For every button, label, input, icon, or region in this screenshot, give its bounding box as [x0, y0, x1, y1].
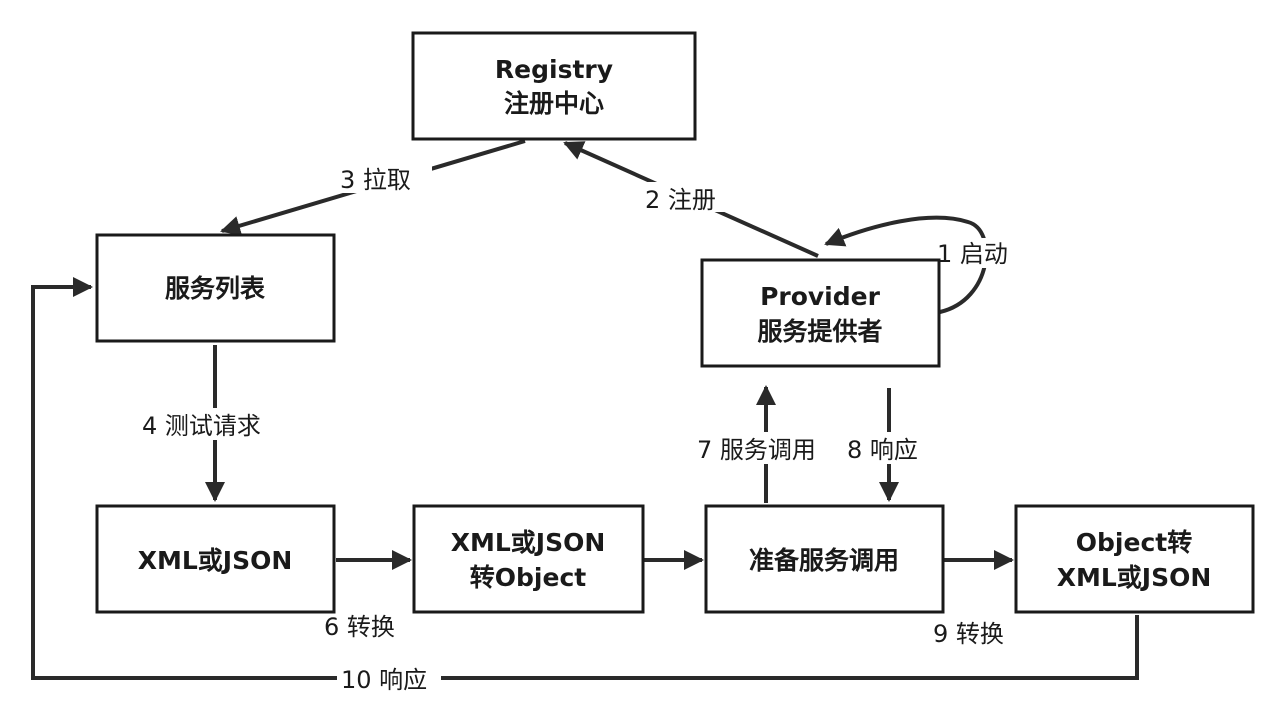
- node-xml-json: XML或JSON: [95, 504, 336, 614]
- label-start: 1 启动: [937, 240, 1008, 268]
- node-provider: Provider 服务提供者: [700, 258, 941, 368]
- edge-response-10: [31, 277, 1139, 680]
- node-prepare-call: 准备服务调用: [704, 504, 945, 614]
- node-service-list-title: 服务列表: [165, 274, 266, 303]
- node-registry-subtitle: 注册中心: [504, 89, 604, 118]
- node-xml-to-object: XML或JSON 转Object: [412, 504, 645, 614]
- node-object-to-xml-subtitle: XML或JSON: [1057, 563, 1212, 592]
- node-prepare-call-title: 准备服务调用: [749, 546, 899, 575]
- node-object-to-xml: Object转 XML或JSON: [1014, 504, 1255, 614]
- edge-start-loop: [824, 215, 989, 314]
- node-provider-title: Provider: [760, 282, 881, 311]
- node-registry: Registry 注册中心: [411, 31, 697, 141]
- node-xml-to-object-subtitle: 转Object: [470, 563, 586, 592]
- node-service-list: 服务列表: [95, 233, 336, 343]
- node-xml-to-object-title: XML或JSON: [451, 528, 606, 557]
- node-provider-subtitle: 服务提供者: [757, 317, 882, 346]
- node-registry-title: Registry: [495, 55, 613, 84]
- label-convert-9: 9 转换: [933, 620, 1004, 648]
- label-pull: 3 拉取: [340, 166, 411, 194]
- label-response-10: 10 响应: [341, 666, 427, 694]
- label-convert-6: 6 转换: [324, 613, 395, 641]
- label-register: 2 注册: [645, 186, 716, 214]
- label-test-request: 4 测试请求: [142, 412, 261, 440]
- node-object-to-xml-title: Object转: [1076, 528, 1192, 557]
- node-xml-json-title: XML或JSON: [138, 546, 293, 575]
- label-response-8: 8 响应: [847, 436, 918, 464]
- label-service-call: 7 服务调用: [697, 436, 816, 464]
